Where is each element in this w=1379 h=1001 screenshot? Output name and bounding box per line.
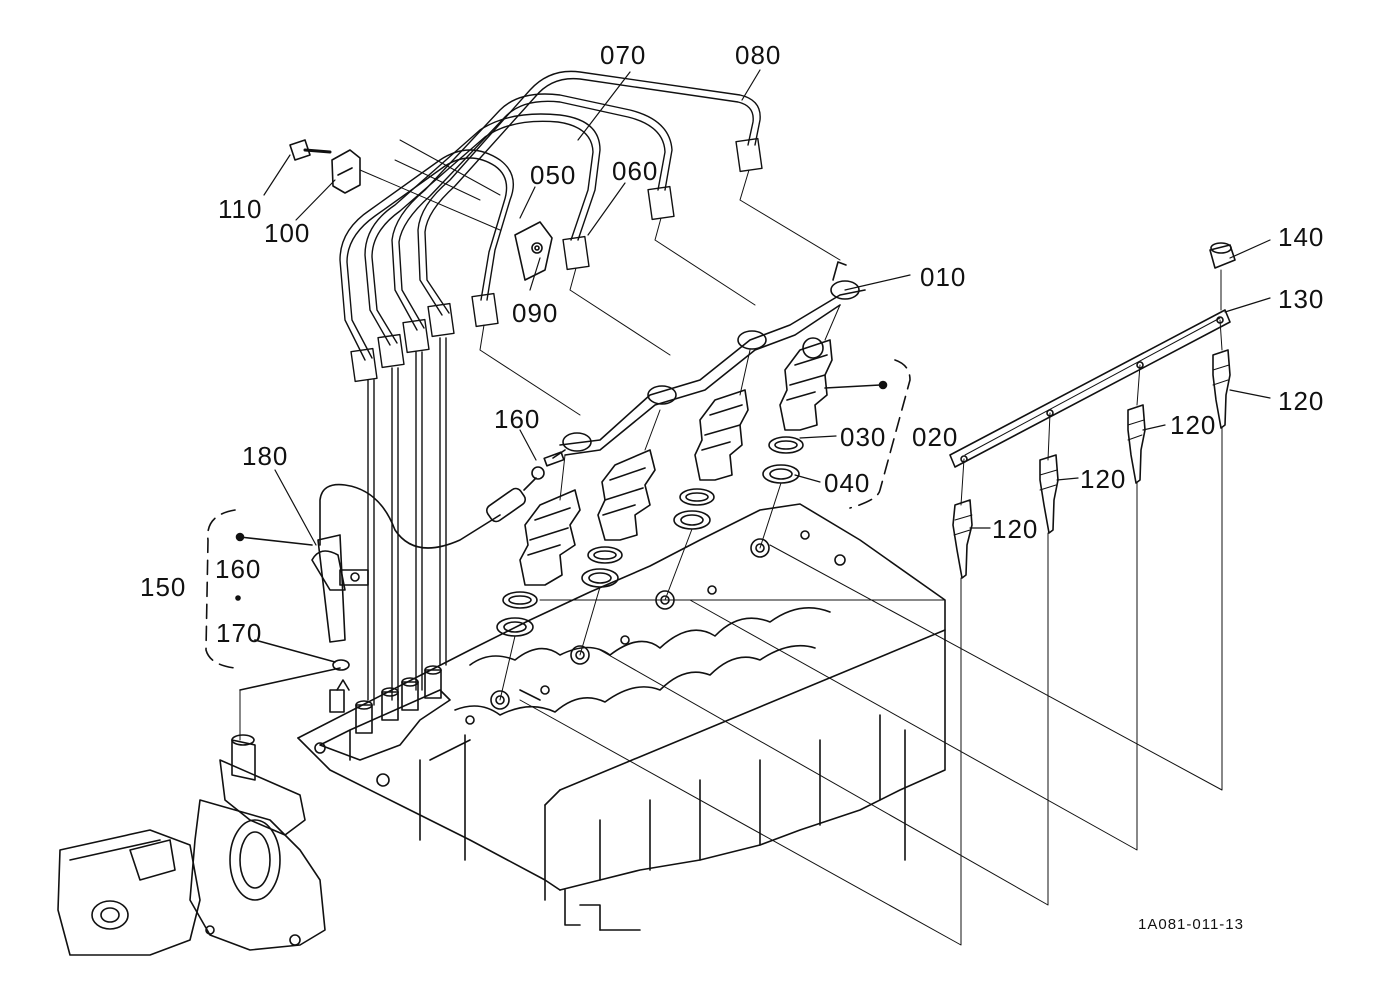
part-label-050: 050 xyxy=(530,160,577,190)
cylinder-head xyxy=(297,503,946,931)
pump-delivery-valves xyxy=(319,665,451,761)
injection-pipes xyxy=(339,70,763,706)
part-label-030: 030 xyxy=(840,422,887,452)
part-label-020: 020 xyxy=(912,422,959,452)
part-label-170: 170 xyxy=(216,618,263,648)
part-label-100: 100 xyxy=(264,218,311,248)
part-label-130: 130 xyxy=(1278,284,1325,314)
part-label-150: 150 xyxy=(140,572,187,602)
leader-lines xyxy=(263,69,1271,546)
part-label-080: 080 xyxy=(735,40,782,70)
part-label-180: 180 xyxy=(242,441,289,471)
part-label-120-b: 120 xyxy=(1080,464,1127,494)
part-label-140: 140 xyxy=(1278,222,1325,252)
part-label-060: 060 xyxy=(612,156,659,186)
part-label-120-c: 120 xyxy=(1170,410,1217,440)
part-label-010: 010 xyxy=(920,262,967,292)
part-label-110: 110 xyxy=(218,194,263,224)
part-label-160-top: 160 xyxy=(494,404,541,434)
water-flange-housing xyxy=(57,734,326,956)
part-label-120-a: 120 xyxy=(992,514,1039,544)
figure-reference-code: 1A081-011-13 xyxy=(1138,916,1244,933)
part-label-160: 160 xyxy=(215,554,262,584)
return-hose-assembly xyxy=(205,466,545,741)
part-label-040: 040 xyxy=(824,468,871,498)
injector-assembly-bracket xyxy=(824,359,911,509)
part-label-090: 090 xyxy=(512,298,559,328)
injector-nozzles xyxy=(479,169,841,701)
glow-plug-assembly xyxy=(519,242,1236,946)
part-label-120-d: 120 xyxy=(1278,386,1325,416)
leak-off-pipe xyxy=(543,261,866,467)
part-label-070: 070 xyxy=(600,40,647,70)
pipe-clamps xyxy=(289,139,553,281)
